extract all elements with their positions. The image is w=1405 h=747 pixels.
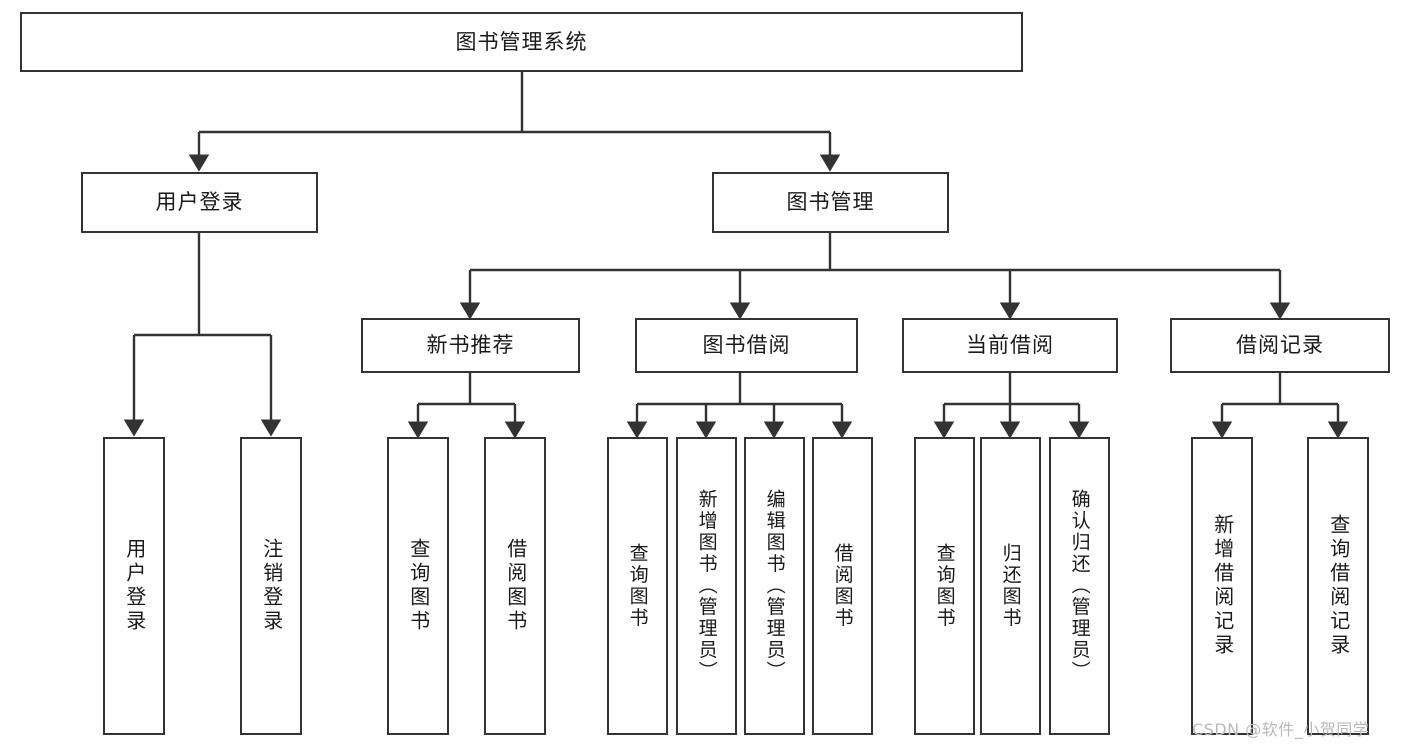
leaf-new-book-query-book[interactable]: 查询图书	[387, 437, 449, 735]
csdn-watermark: CSDN @软件_小贺同学	[1192, 720, 1370, 739]
leaf-borrow-record-query-record[interactable]: 查询借阅记录	[1307, 437, 1369, 735]
leaf-current-borrow-return-book[interactable]: 归还图书	[980, 437, 1041, 735]
node-label: 借阅图书	[503, 538, 528, 634]
node-label: 图书管理	[786, 190, 875, 215]
node-label: 查询图书	[406, 538, 431, 634]
node-label: 当前借阅	[966, 333, 1054, 358]
node-label: 归还图书	[999, 543, 1022, 629]
leaf-book-borrow-borrow-book[interactable]: 借阅图书	[812, 437, 873, 735]
node-label: 借阅记录	[1236, 333, 1324, 358]
node-label: 编辑图书（管理员）	[763, 489, 786, 683]
leaf-user-login-login[interactable]: 用户登录	[103, 437, 165, 735]
node-label: 查询图书	[933, 543, 956, 629]
node-label: 图书管理系统	[455, 29, 588, 54]
node-label: 查询借阅记录	[1326, 514, 1351, 658]
leaf-current-borrow-confirm-return-admin[interactable]: 确认归还（管理员）	[1049, 437, 1110, 735]
node-label: 新增借阅记录	[1210, 514, 1235, 658]
leaf-borrow-record-add-record[interactable]: 新增借阅记录	[1191, 437, 1253, 735]
node-current-borrow[interactable]: 当前借阅	[902, 318, 1118, 373]
node-label: 用户登录	[122, 538, 147, 634]
node-label: 新增图书（管理员）	[695, 489, 718, 683]
node-label: 注销登录	[259, 538, 284, 634]
node-borrow-record[interactable]: 借阅记录	[1170, 318, 1390, 373]
leaf-new-book-borrow-book[interactable]: 借阅图书	[484, 437, 546, 735]
leaf-book-borrow-edit-book-admin[interactable]: 编辑图书（管理员）	[744, 437, 805, 735]
leaf-current-borrow-query-book[interactable]: 查询图书	[914, 437, 975, 735]
node-book-borrow[interactable]: 图书借阅	[635, 318, 858, 373]
node-label: 新书推荐	[426, 333, 515, 358]
node-label: 用户登录	[155, 190, 244, 215]
leaf-user-login-logout[interactable]: 注销登录	[240, 437, 302, 735]
node-new-book-recommend[interactable]: 新书推荐	[361, 318, 580, 373]
node-label: 确认归还（管理员）	[1068, 489, 1091, 683]
node-user-login[interactable]: 用户登录	[81, 172, 318, 233]
leaf-book-borrow-add-book-admin[interactable]: 新增图书（管理员）	[676, 437, 737, 735]
node-label: 查询图书	[626, 543, 649, 629]
node-label: 图书借阅	[702, 333, 791, 358]
node-root-book-management-system[interactable]: 图书管理系统	[20, 12, 1023, 72]
node-label: 借阅图书	[831, 543, 854, 629]
node-book-management[interactable]: 图书管理	[712, 172, 949, 233]
leaf-book-borrow-query-book[interactable]: 查询图书	[607, 437, 668, 735]
